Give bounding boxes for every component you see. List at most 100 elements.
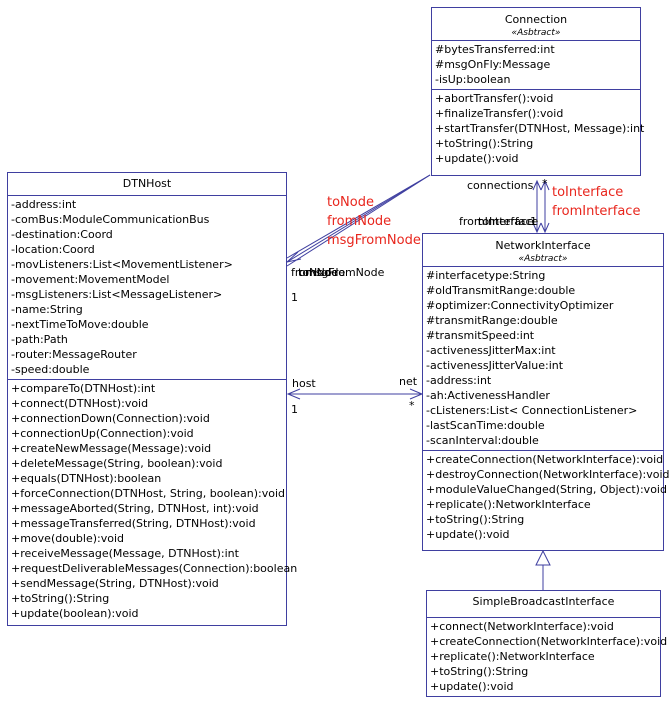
attribute: #transmitSpeed:int: [426, 329, 535, 342]
attribute: -speed:double: [11, 363, 90, 376]
class-stereotype: «Asbtract»: [511, 28, 561, 38]
role-dtn-overlap-c: msgFromNode: [305, 266, 385, 279]
operation: +requestDeliverableMessages(Connection):…: [11, 562, 298, 575]
operation: +abortTransfer():void: [435, 92, 554, 105]
assoc-msg-from-node: [286, 174, 431, 267]
operation: +destroyConnection(NetworkInterface):voi…: [426, 468, 669, 481]
class-header: SimpleBroadcastInterface: [427, 591, 660, 618]
attribute: -path:Path: [11, 333, 68, 346]
role-from-interface: fromInterface: [552, 204, 641, 219]
role-from-node: fromNode: [327, 214, 392, 229]
arrowhead-ni-bottom-2: [540, 222, 550, 234]
operation: +connectionDown(Connection):void: [11, 412, 210, 425]
operation: +moduleValueChanged(String, Object):void: [426, 483, 667, 496]
attribute: -nextTimeToMove:double: [11, 318, 149, 331]
attribute: #interfacetype:String: [426, 269, 546, 282]
operation: +createConnection(NetworkInterface):void: [426, 453, 664, 466]
class-network-interface[interactable]: NetworkInterface «Asbtract» #interfacety…: [422, 233, 669, 551]
role-net: net: [399, 375, 418, 388]
class-dtnhost[interactable]: DTNHost -address:int -comBus:ModuleCommu…: [7, 172, 298, 626]
operation: +sendMessage(String, DTNHost):void: [11, 577, 219, 590]
role-to-interface: toInterface: [552, 185, 624, 200]
operation: +messageTransferred(String, DTNHost):voi…: [11, 517, 256, 530]
multiplicity-ni-one: 1: [530, 215, 537, 228]
operations-compartment: +connect(NetworkInterface):void +createC…: [427, 618, 668, 696]
operation: +receiveMessage(Message, DTNHost):int: [11, 547, 239, 560]
role-host: host: [292, 377, 316, 390]
class-connection[interactable]: Connection «Asbtract» #bytesTransferred:…: [431, 7, 645, 176]
operations-compartment: +createConnection(NetworkInterface):void…: [423, 450, 669, 544]
class-name: SimpleBroadcastInterface: [472, 595, 615, 608]
operation: +connectionUp(Connection):void: [11, 427, 194, 440]
operation: +update():void: [430, 680, 514, 693]
operation: +update():void: [435, 152, 519, 165]
attribute: #transmitRange:double: [426, 314, 558, 327]
operation: +toString():String: [426, 513, 525, 526]
role-ni-overlap-a: fromInterface: [459, 215, 534, 228]
operation: +connect(DTNHost):void: [11, 397, 149, 410]
operation: +move(double):void: [11, 532, 124, 545]
operation: +replicate():NetworkInterface: [430, 650, 595, 663]
multiplicity-connections: *: [542, 177, 548, 190]
attribute: -router:MessageRouter: [11, 348, 137, 361]
operation: +connect(NetworkInterface):void: [430, 620, 614, 633]
class-stereotype: «Asbtract»: [518, 254, 568, 264]
operation: +createNewMessage(Message):void: [11, 442, 212, 455]
class-name: NetworkInterface: [495, 239, 591, 252]
attribute: -address:int: [11, 198, 77, 211]
attribute: #msgOnFly:Message: [435, 58, 551, 71]
class-simple-broadcast-interface[interactable]: SimpleBroadcastInterface +connect(Networ…: [426, 590, 668, 697]
class-header: NetworkInterface «Asbtract»: [423, 234, 663, 267]
attribute: -scanInterval:double: [426, 434, 539, 447]
attribute: -cListeners:List< ConnectionListener>: [426, 404, 638, 417]
class-name: Connection: [504, 13, 568, 26]
attribute: -msgListeners:List<MessageListener>: [11, 288, 223, 301]
attribute: -ah:ActivenessHandler: [426, 389, 550, 402]
operation: +toString():String: [11, 592, 110, 605]
attributes-compartment: #interfacetype:String #oldTransmitRange:…: [423, 267, 663, 450]
attribute: -name:String: [11, 303, 83, 316]
operation: +createConnection(NetworkInterface):void: [430, 635, 668, 648]
attribute: -destination:Coord: [11, 228, 113, 241]
operation: +toString():String: [430, 665, 529, 678]
arrowhead-conn-top: [532, 179, 542, 191]
attribute: -movement:MovementModel: [11, 273, 170, 286]
attribute: -activenessJitterMax:int: [426, 344, 556, 357]
operations-compartment: +compareTo(DTNHost):int +connect(DTNHost…: [8, 379, 298, 623]
operation: +forceConnection(DTNHost, String, boolea…: [11, 487, 285, 500]
operation: +deleteMessage(String, boolean):void: [11, 457, 223, 470]
role-dtn-overlap-b: toNode: [298, 266, 338, 279]
operation: +messageAborted(String, DTNHost, int):vo…: [11, 502, 259, 515]
arrowhead-dtn: [285, 251, 302, 263]
attribute: -lastScanTime:double: [426, 419, 545, 432]
operation: +update(boolean):void: [11, 607, 139, 620]
attribute: #optimizer:ConnectivityOptimizer: [426, 299, 614, 312]
arrowhead-host: [286, 388, 301, 400]
multiplicity-net-star: *: [409, 399, 415, 412]
operation: +compareTo(DTNHost):int: [11, 382, 156, 395]
role-ni-overlap-b: toInterface: [478, 215, 539, 228]
operation: +replicate():NetworkInterface: [426, 498, 591, 511]
operation: +finalizeTransfer():void: [435, 107, 564, 120]
role-msg-from-node: msgFromNode: [327, 233, 421, 248]
attribute: -comBus:ModuleCommunicationBus: [11, 213, 210, 226]
class-header: Connection «Asbtract»: [432, 8, 640, 41]
role-connections: connections: [467, 179, 534, 192]
generalization-triangle: [535, 549, 551, 566]
attribute: -location:Coord: [11, 243, 95, 256]
attribute: -address:int: [426, 374, 492, 387]
class-header: DTNHost: [8, 173, 286, 196]
class-name: DTNHost: [122, 177, 172, 190]
attributes-compartment: -address:int -comBus:ModuleCommunication…: [8, 196, 286, 379]
attribute: #oldTransmitRange:double: [426, 284, 576, 297]
operation: +toString():String: [435, 137, 534, 150]
assoc-from-node: [286, 174, 431, 259]
attributes-compartment: #bytesTransferred:int #msgOnFly:Message …: [432, 41, 640, 89]
arrowhead-ni-bottom: [532, 222, 542, 234]
attribute: -activenessJitterValue:int: [426, 359, 564, 372]
multiplicity-host-one: 1: [291, 403, 298, 416]
operation: +startTransfer(DTNHost, Message):int: [435, 122, 645, 135]
arrowhead-conn-top-2: [540, 179, 550, 191]
operations-compartment: +abortTransfer():void +finalizeTransfer(…: [432, 89, 645, 168]
attribute: #bytesTransferred:int: [435, 43, 555, 56]
